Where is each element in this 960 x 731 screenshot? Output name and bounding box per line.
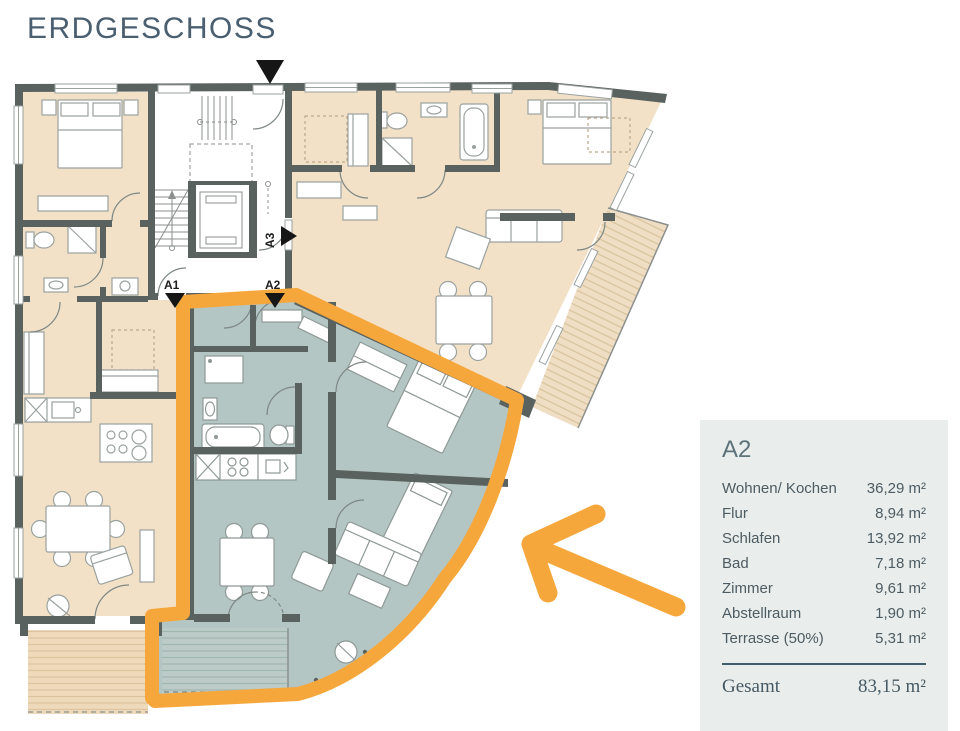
total-divider	[722, 663, 926, 665]
page-title: ERDGESCHOSS	[27, 12, 277, 45]
area-row: Schlafen 13,92 m²	[722, 526, 926, 551]
unit-label-a1: A1	[164, 278, 180, 292]
a2-pointer-arrow	[521, 504, 686, 617]
area-row: Wohnen/ Kochen 36,29 m²	[722, 476, 926, 501]
area-row-label: Schlafen	[722, 530, 781, 547]
entrance-marker-a1-icon	[165, 293, 185, 308]
area-row-value: 36,29 m²	[866, 480, 926, 497]
area-row-label: Abstellraum	[722, 605, 802, 622]
area-row-value: 8,94 m²	[875, 505, 926, 522]
main-entrance-marker-icon	[256, 60, 284, 84]
area-row-value: 1,90 m²	[875, 605, 926, 622]
area-table-panel: A2 Wohnen/ Kochen 36,29 m² Flur 8,94 m² …	[700, 420, 948, 731]
apartment-a2-furniture	[195, 309, 478, 664]
terrace-a2	[162, 628, 288, 694]
apartment-a3-furniture	[296, 99, 631, 362]
area-row-value: 7,18 m²	[875, 555, 926, 572]
area-row-value: 9,61 m²	[875, 580, 926, 597]
entrance-markers: A1 A2 A3	[164, 60, 297, 308]
total-row: Gesamt 83,15 m²	[722, 673, 926, 701]
a2-highlight-outline	[145, 288, 524, 708]
area-row: Flur 8,94 m²	[722, 501, 926, 526]
area-row-label: Flur	[722, 505, 748, 522]
area-row: Zimmer 9,61 m²	[722, 576, 926, 601]
windows	[13, 82, 654, 579]
entrance-marker-a3-icon	[281, 226, 297, 246]
area-row: Bad 7,18 m²	[722, 551, 926, 576]
door-swings	[29, 98, 606, 621]
entrance-marker-a2-icon	[265, 293, 285, 308]
area-row: Abstellraum 1,90 m²	[722, 601, 926, 626]
floor-plan: A1 A2 A3	[13, 60, 686, 714]
building-floors	[23, 86, 670, 714]
total-value: 83,15 m²	[858, 676, 926, 697]
unit-label-a3: A3	[263, 232, 277, 248]
panel-title: A2	[722, 436, 752, 463]
stairwell-detail	[154, 96, 271, 251]
area-row-label: Bad	[722, 555, 749, 572]
total-label: Gesamt	[722, 676, 781, 697]
apartment-a1-furniture	[23, 99, 159, 618]
terrace-a3	[532, 208, 668, 428]
area-row-label: Terrasse (50%)	[722, 630, 824, 647]
area-row-value: 13,92 m²	[866, 530, 926, 547]
area-row-label: Zimmer	[722, 580, 773, 597]
area-row-value: 5,31 m²	[875, 630, 926, 647]
terrace-a1	[28, 630, 148, 714]
unit-label-a2: A2	[265, 278, 281, 292]
area-row: Terrasse (50%) 5,31 m²	[722, 626, 926, 651]
area-row-label: Wohnen/ Kochen	[722, 480, 837, 497]
